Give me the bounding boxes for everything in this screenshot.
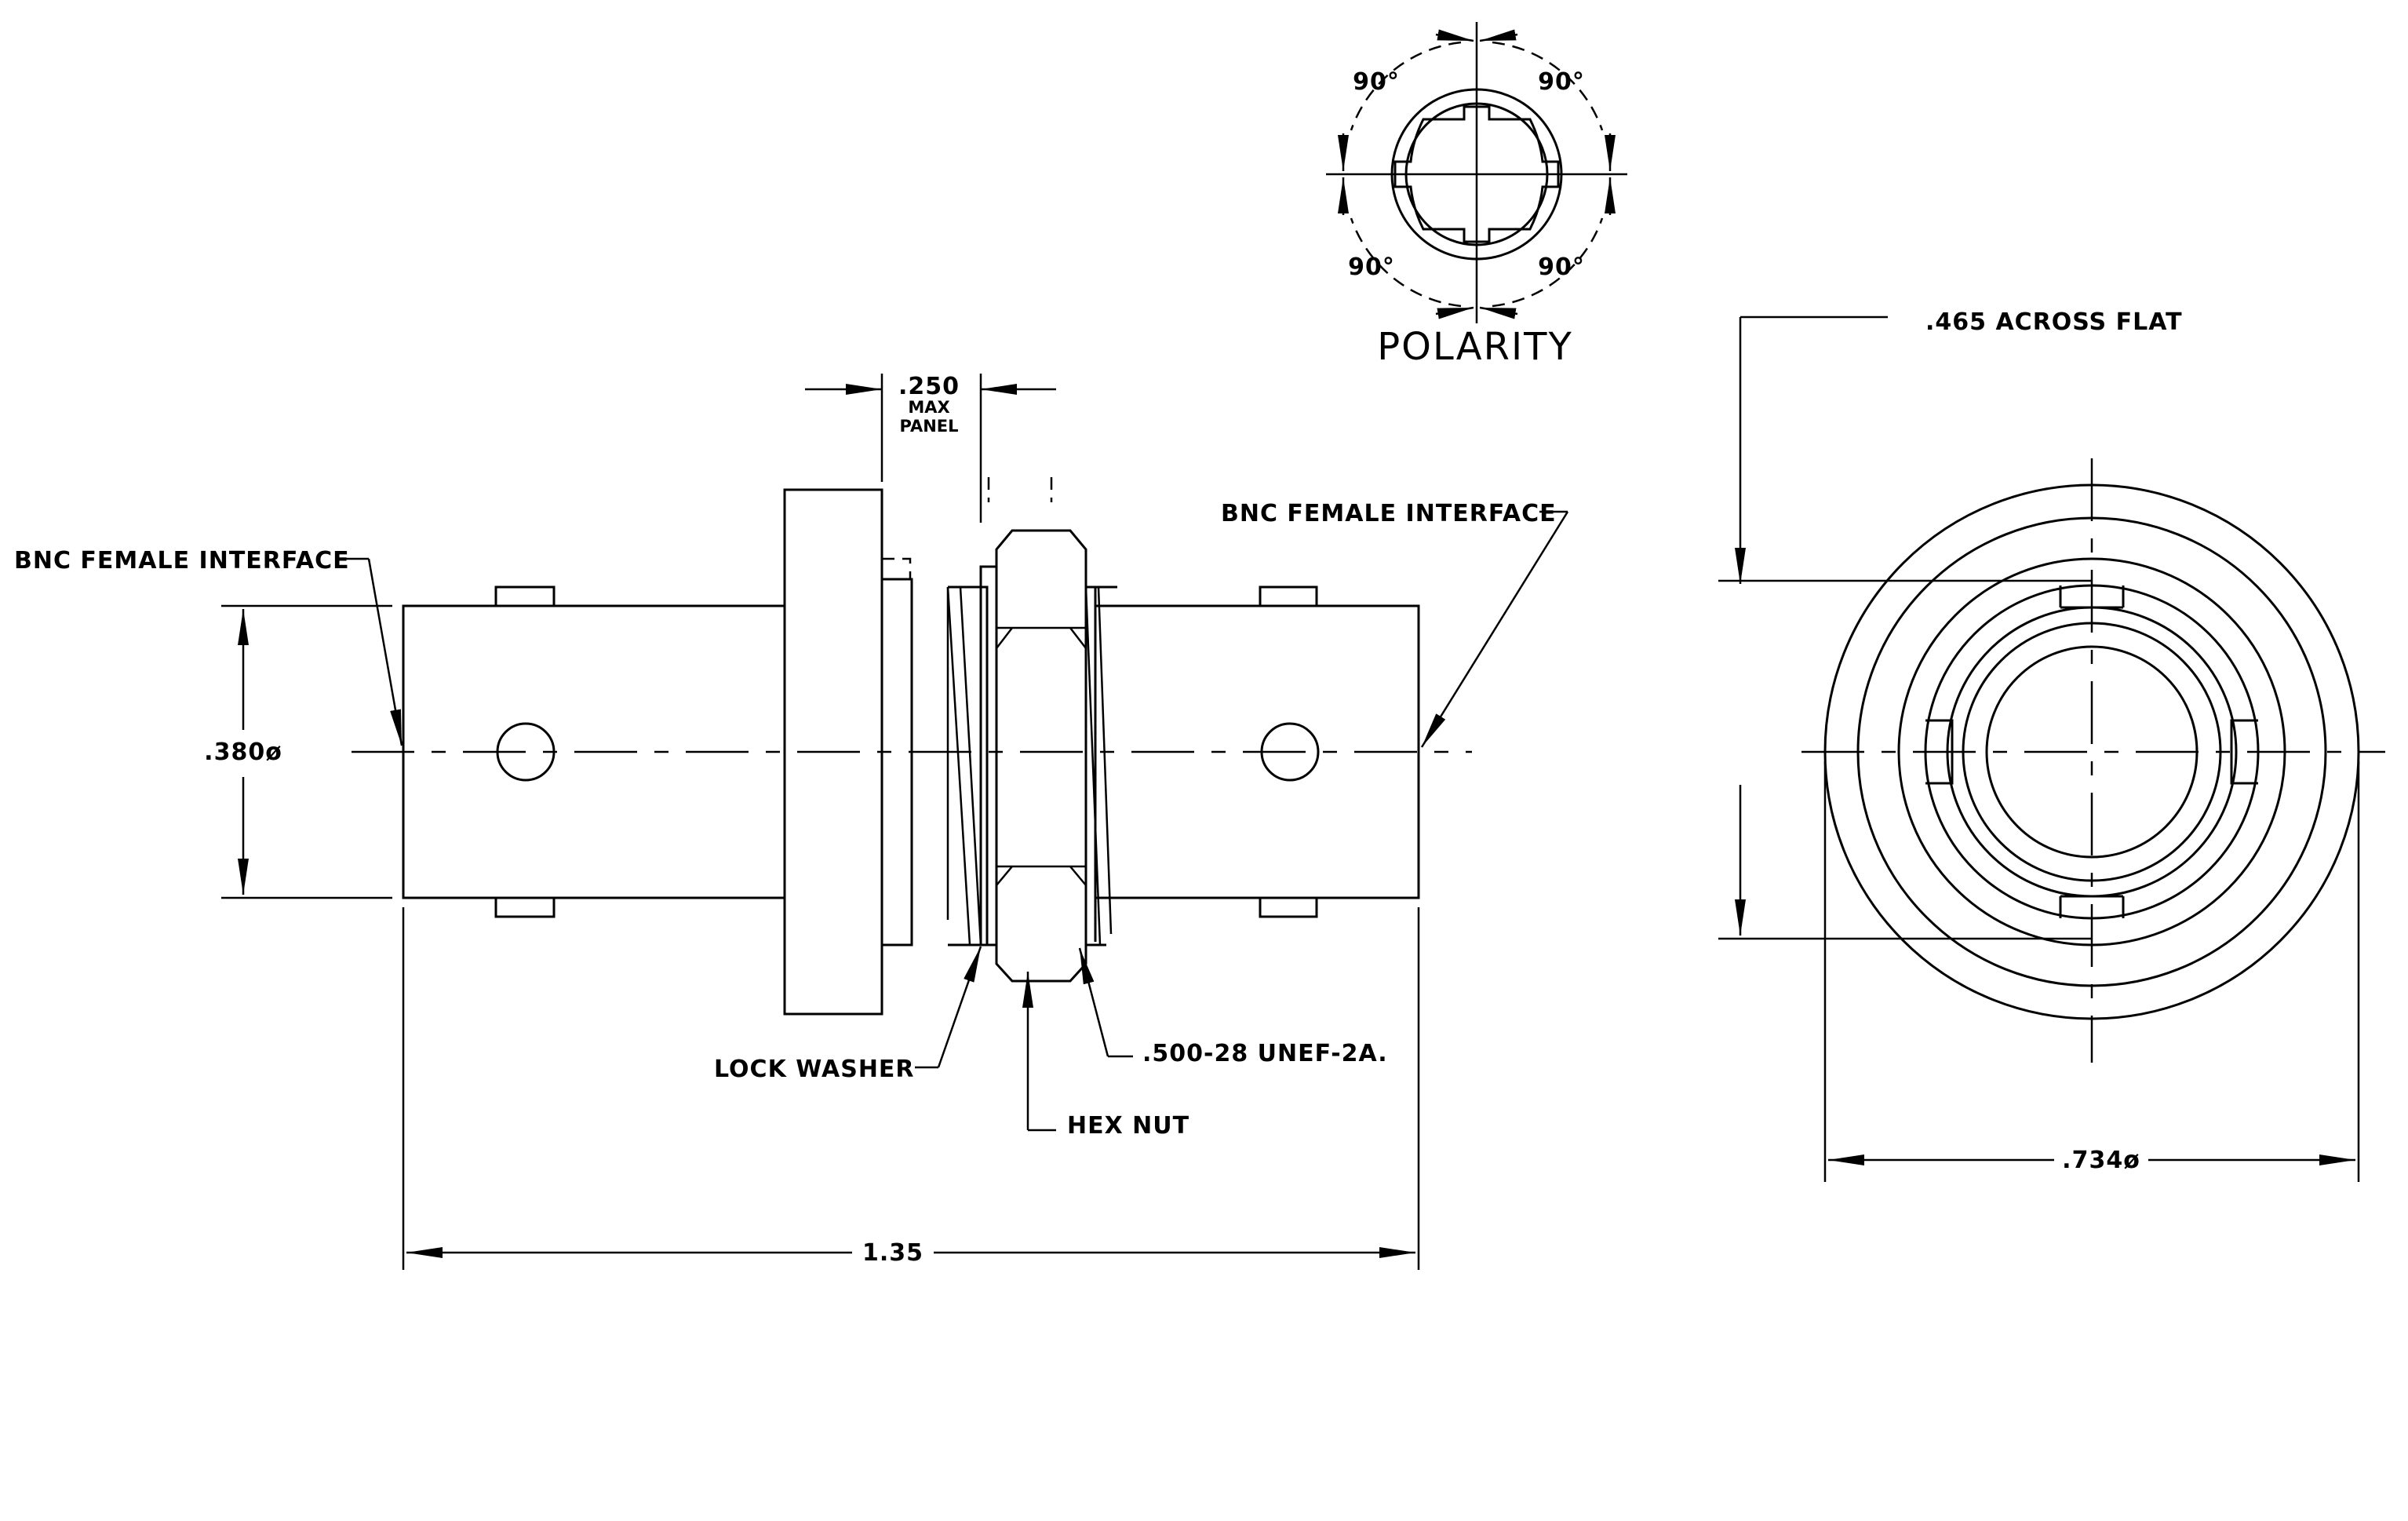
lock-washer bbox=[979, 565, 998, 947]
side-view: .250 MAX PANEL .380ø BNC FEMALE INTERFAC… bbox=[14, 373, 1569, 1270]
angle-bottom-right: 90° bbox=[1538, 254, 1585, 281]
across-flat-label: .465 ACROSS FLAT bbox=[1925, 308, 2183, 336]
right-bnc-body bbox=[1094, 604, 1420, 899]
polarity-title: POLARITY bbox=[1377, 325, 1573, 369]
panel-max-label: MAX bbox=[908, 398, 949, 417]
angle-bottom-left: 90° bbox=[1348, 254, 1395, 281]
diameter-380-label: .380ø bbox=[204, 739, 282, 766]
polarity-key-shape bbox=[1393, 105, 1560, 243]
overall-length-label: 1.35 bbox=[862, 1239, 923, 1267]
diameter-734-label: .734ø bbox=[2062, 1147, 2140, 1174]
left-interface-label: BNC FEMALE INTERFACE bbox=[14, 547, 350, 574]
hex-nut-label: HEX NUT bbox=[1067, 1112, 1189, 1140]
right-bayonet-stud-bottom bbox=[1259, 896, 1318, 918]
right-bayonet-stud-top bbox=[1259, 585, 1318, 607]
lock-washer-label: LOCK WASHER bbox=[714, 1056, 915, 1083]
angle-top-right: 90° bbox=[1538, 68, 1585, 96]
flange-shoulder bbox=[880, 578, 913, 947]
hex-nut bbox=[995, 529, 1087, 983]
shoulder-hidden-line bbox=[882, 557, 912, 579]
left-bayonet-stud-top bbox=[494, 585, 556, 607]
panel-panel-label: PANEL bbox=[899, 417, 958, 436]
angle-top-left: 90° bbox=[1353, 68, 1400, 96]
end-view: .465 ACROSS FLAT .734ø bbox=[1718, 308, 2385, 1182]
thread-left-section bbox=[948, 585, 989, 947]
left-bayonet-stud-bottom bbox=[494, 896, 556, 918]
right-interface-label: BNC FEMALE INTERFACE bbox=[1221, 500, 1557, 527]
thread-label: .500-28 UNEF-2A. bbox=[1142, 1040, 1388, 1067]
panel-thickness-label: .250 bbox=[898, 373, 960, 400]
polarity-view: 90° 90° 90° 90° POLARITY bbox=[1326, 22, 1627, 369]
